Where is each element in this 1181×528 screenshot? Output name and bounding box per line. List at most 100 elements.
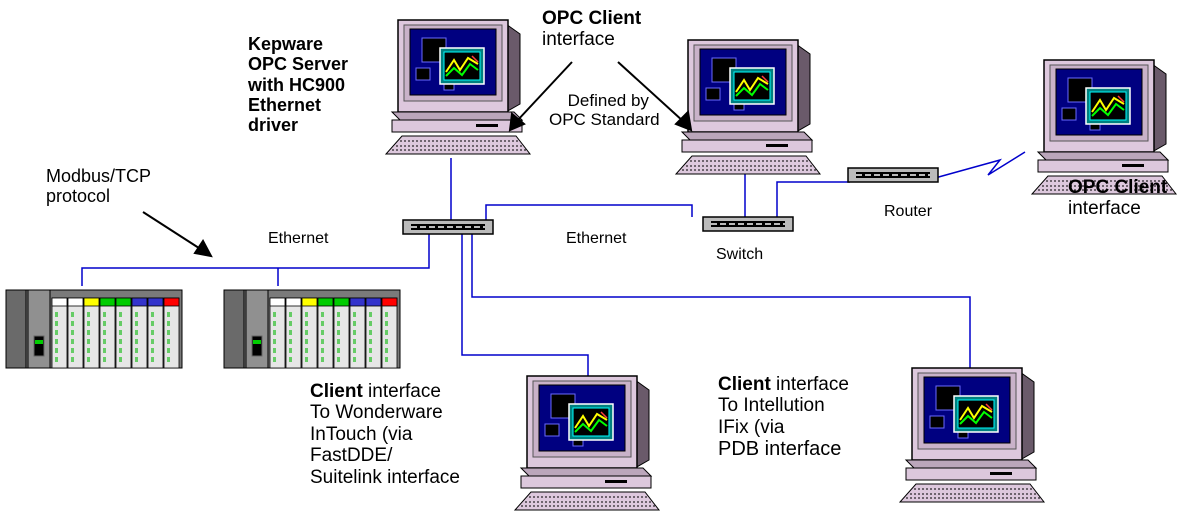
intellution-client-workstation-icon <box>899 367 1045 503</box>
io-terminal <box>337 312 340 317</box>
io-terminal <box>167 339 170 344</box>
io-terminal <box>353 339 356 344</box>
io-terminal <box>289 321 292 326</box>
switch-label: Switch <box>716 246 764 263</box>
io-terminal <box>167 330 170 335</box>
io-terminal <box>151 330 154 335</box>
io-module-cap <box>67 297 84 307</box>
io-module <box>131 297 148 369</box>
io-module-cap <box>131 297 148 307</box>
io-terminal <box>119 348 122 353</box>
io-terminal <box>167 357 170 362</box>
io-module-cap <box>301 297 318 307</box>
io-module-cap <box>365 297 382 307</box>
io-terminal <box>337 357 340 362</box>
io-terminal <box>273 339 276 344</box>
io-terminal <box>71 357 74 362</box>
io-terminal <box>71 348 74 353</box>
io-terminal <box>305 348 308 353</box>
io-module-cap <box>115 297 132 307</box>
io-terminal <box>305 321 308 326</box>
io-terminal <box>273 348 276 353</box>
io-terminal <box>369 321 372 326</box>
io-module <box>365 297 382 369</box>
io-module <box>147 297 164 369</box>
io-terminal <box>385 312 388 317</box>
io-terminal <box>369 339 372 344</box>
io-terminal <box>353 357 356 362</box>
io-terminal <box>71 339 74 344</box>
io-terminal <box>87 348 90 353</box>
io-terminal <box>87 321 90 326</box>
opc-client-workstation-icon <box>675 39 821 175</box>
io-terminal <box>151 339 154 344</box>
io-module <box>99 297 116 369</box>
defined-by-opc-label: Defined by OPC Standard <box>549 91 660 130</box>
ethernet-left-label: Ethernet <box>268 230 329 247</box>
io-terminal <box>353 330 356 335</box>
opc-client-top-label: OPC Client interface <box>542 8 642 51</box>
io-terminal <box>289 330 292 335</box>
io-module-cap <box>51 297 68 307</box>
main-ethernet-hub-icon <box>402 219 494 235</box>
io-terminal <box>55 339 58 344</box>
io-terminal <box>289 312 292 317</box>
io-module <box>67 297 84 369</box>
remote-opc-client-workstation-icon <box>1031 59 1177 195</box>
io-module <box>285 297 302 369</box>
io-terminal <box>167 348 170 353</box>
io-terminal <box>87 357 90 362</box>
io-terminal <box>385 339 388 344</box>
io-terminal <box>321 330 324 335</box>
io-terminal <box>305 312 308 317</box>
hc900-controller-1-icon <box>5 289 183 369</box>
kepware-server-workstation-icon <box>385 19 531 155</box>
kepware-server-label: Kepware OPC Server with HC900 Ethernet d… <box>248 34 349 136</box>
io-module <box>381 297 398 369</box>
io-terminal <box>321 339 324 344</box>
io-terminal <box>353 312 356 317</box>
io-module-cap <box>381 297 398 307</box>
io-terminal <box>273 321 276 326</box>
io-terminal <box>321 348 324 353</box>
io-terminal <box>305 357 308 362</box>
io-terminal <box>55 348 58 353</box>
io-module <box>115 297 132 369</box>
network-lines <box>81 151 1026 376</box>
io-terminal <box>151 312 154 317</box>
hc900-controller-2-icon <box>223 289 401 369</box>
io-terminal <box>337 321 340 326</box>
io-terminal <box>71 330 74 335</box>
io-terminal <box>321 312 324 317</box>
io-terminal <box>273 312 276 317</box>
io-terminal <box>321 321 324 326</box>
io-terminal <box>151 348 154 353</box>
io-module-cap <box>269 297 286 307</box>
intellution-client-label: Client interface To Intellution IFix (vi… <box>718 374 849 461</box>
io-module-cap <box>83 297 100 307</box>
io-terminal <box>87 312 90 317</box>
io-terminal <box>385 330 388 335</box>
io-terminal <box>369 330 372 335</box>
io-terminal <box>289 339 292 344</box>
io-module-cap <box>349 297 366 307</box>
io-module-cap <box>333 297 350 307</box>
io-terminal <box>369 312 372 317</box>
io-module-cap <box>99 297 116 307</box>
io-terminal <box>87 330 90 335</box>
io-terminal <box>55 330 58 335</box>
io-module <box>83 297 100 369</box>
io-terminal <box>55 321 58 326</box>
io-terminal <box>55 312 58 317</box>
io-terminal <box>167 321 170 326</box>
io-terminal <box>385 357 388 362</box>
wonderware-client-workstation-icon <box>514 375 660 511</box>
io-terminal <box>103 321 106 326</box>
wonderware-client-label: Client interface To Wonderware InTouch (… <box>310 381 460 488</box>
io-terminal <box>321 357 324 362</box>
switch-icon <box>702 216 794 232</box>
io-module-cap <box>163 297 180 307</box>
io-terminal <box>135 330 138 335</box>
